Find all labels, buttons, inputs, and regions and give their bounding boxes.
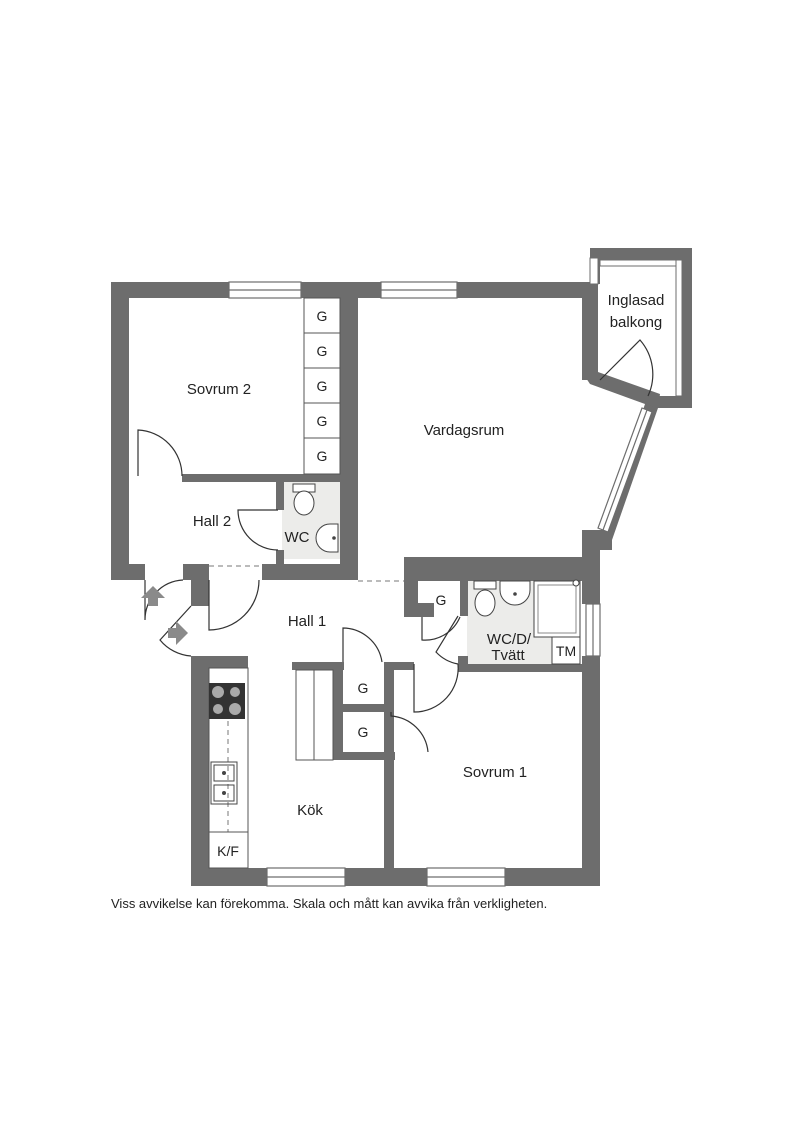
shower-icon xyxy=(533,579,581,638)
room-hall2-label: Hall 2 xyxy=(193,513,231,530)
room-vardagsrum-label: Vardagsrum xyxy=(424,422,505,439)
windows xyxy=(228,257,683,887)
stove-icon xyxy=(209,683,245,719)
tm-label: TM xyxy=(556,643,576,659)
room-wcdt-label-2: Tvätt xyxy=(491,647,525,664)
closet-label: G xyxy=(358,724,369,740)
closet-label: G xyxy=(317,448,328,464)
closet-label: G xyxy=(317,308,328,324)
tm-box xyxy=(551,636,581,665)
room-balkong-label-2: balkong xyxy=(610,314,663,331)
kf-label: K/F xyxy=(217,843,239,859)
room-wc-label: WC xyxy=(285,529,310,546)
toilet-icon xyxy=(473,580,497,617)
room-sovrum1-label: Sovrum 1 xyxy=(463,764,527,781)
shelf-unit xyxy=(295,669,334,761)
room-wcdt-label-1: WC/D/ xyxy=(487,631,532,648)
entrance-arrow-icon xyxy=(141,586,188,645)
sink-icon xyxy=(210,761,238,805)
disclaimer-text: Viss avvikelse kan förekomma. Skala och … xyxy=(111,896,548,911)
closet-label: G xyxy=(317,378,328,394)
closets-sovrum2 xyxy=(303,297,341,475)
room-labels: Sovrum 2 Vardagsrum Inglasad balkong Hal… xyxy=(187,292,664,859)
room-balkong-label-1: Inglasad xyxy=(608,292,665,309)
washbasin-icon xyxy=(315,523,339,553)
toilet-icon xyxy=(292,483,316,516)
washbasin-icon xyxy=(499,580,531,606)
closet-label: G xyxy=(436,592,447,608)
kitchen-counter xyxy=(208,667,249,869)
thresholds xyxy=(209,565,404,832)
closet-label: G xyxy=(317,343,328,359)
closet-label: G xyxy=(317,413,328,429)
doors xyxy=(137,339,654,753)
room-sovrum2-label: Sovrum 2 xyxy=(187,381,251,398)
room-kok-label: Kök xyxy=(297,802,323,819)
room-hall1-label: Hall 1 xyxy=(288,613,326,630)
closet-label: G xyxy=(358,680,369,696)
walls xyxy=(111,248,692,886)
